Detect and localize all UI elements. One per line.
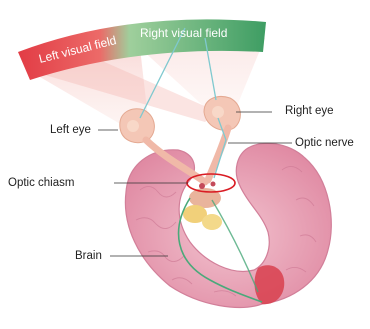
brain-shape	[125, 143, 331, 307]
right-visual-field-label: Right visual field	[140, 26, 227, 40]
left-eye-label: Left eye	[50, 123, 91, 137]
right-eye-label: Right eye	[285, 104, 334, 118]
left-eye	[120, 109, 155, 143]
right-eye	[204, 97, 240, 131]
optic-chiasm-label: Optic chiasm	[8, 176, 74, 190]
brain-label: Brain	[75, 249, 102, 263]
optic-nerve-label: Optic nerve	[295, 136, 354, 150]
